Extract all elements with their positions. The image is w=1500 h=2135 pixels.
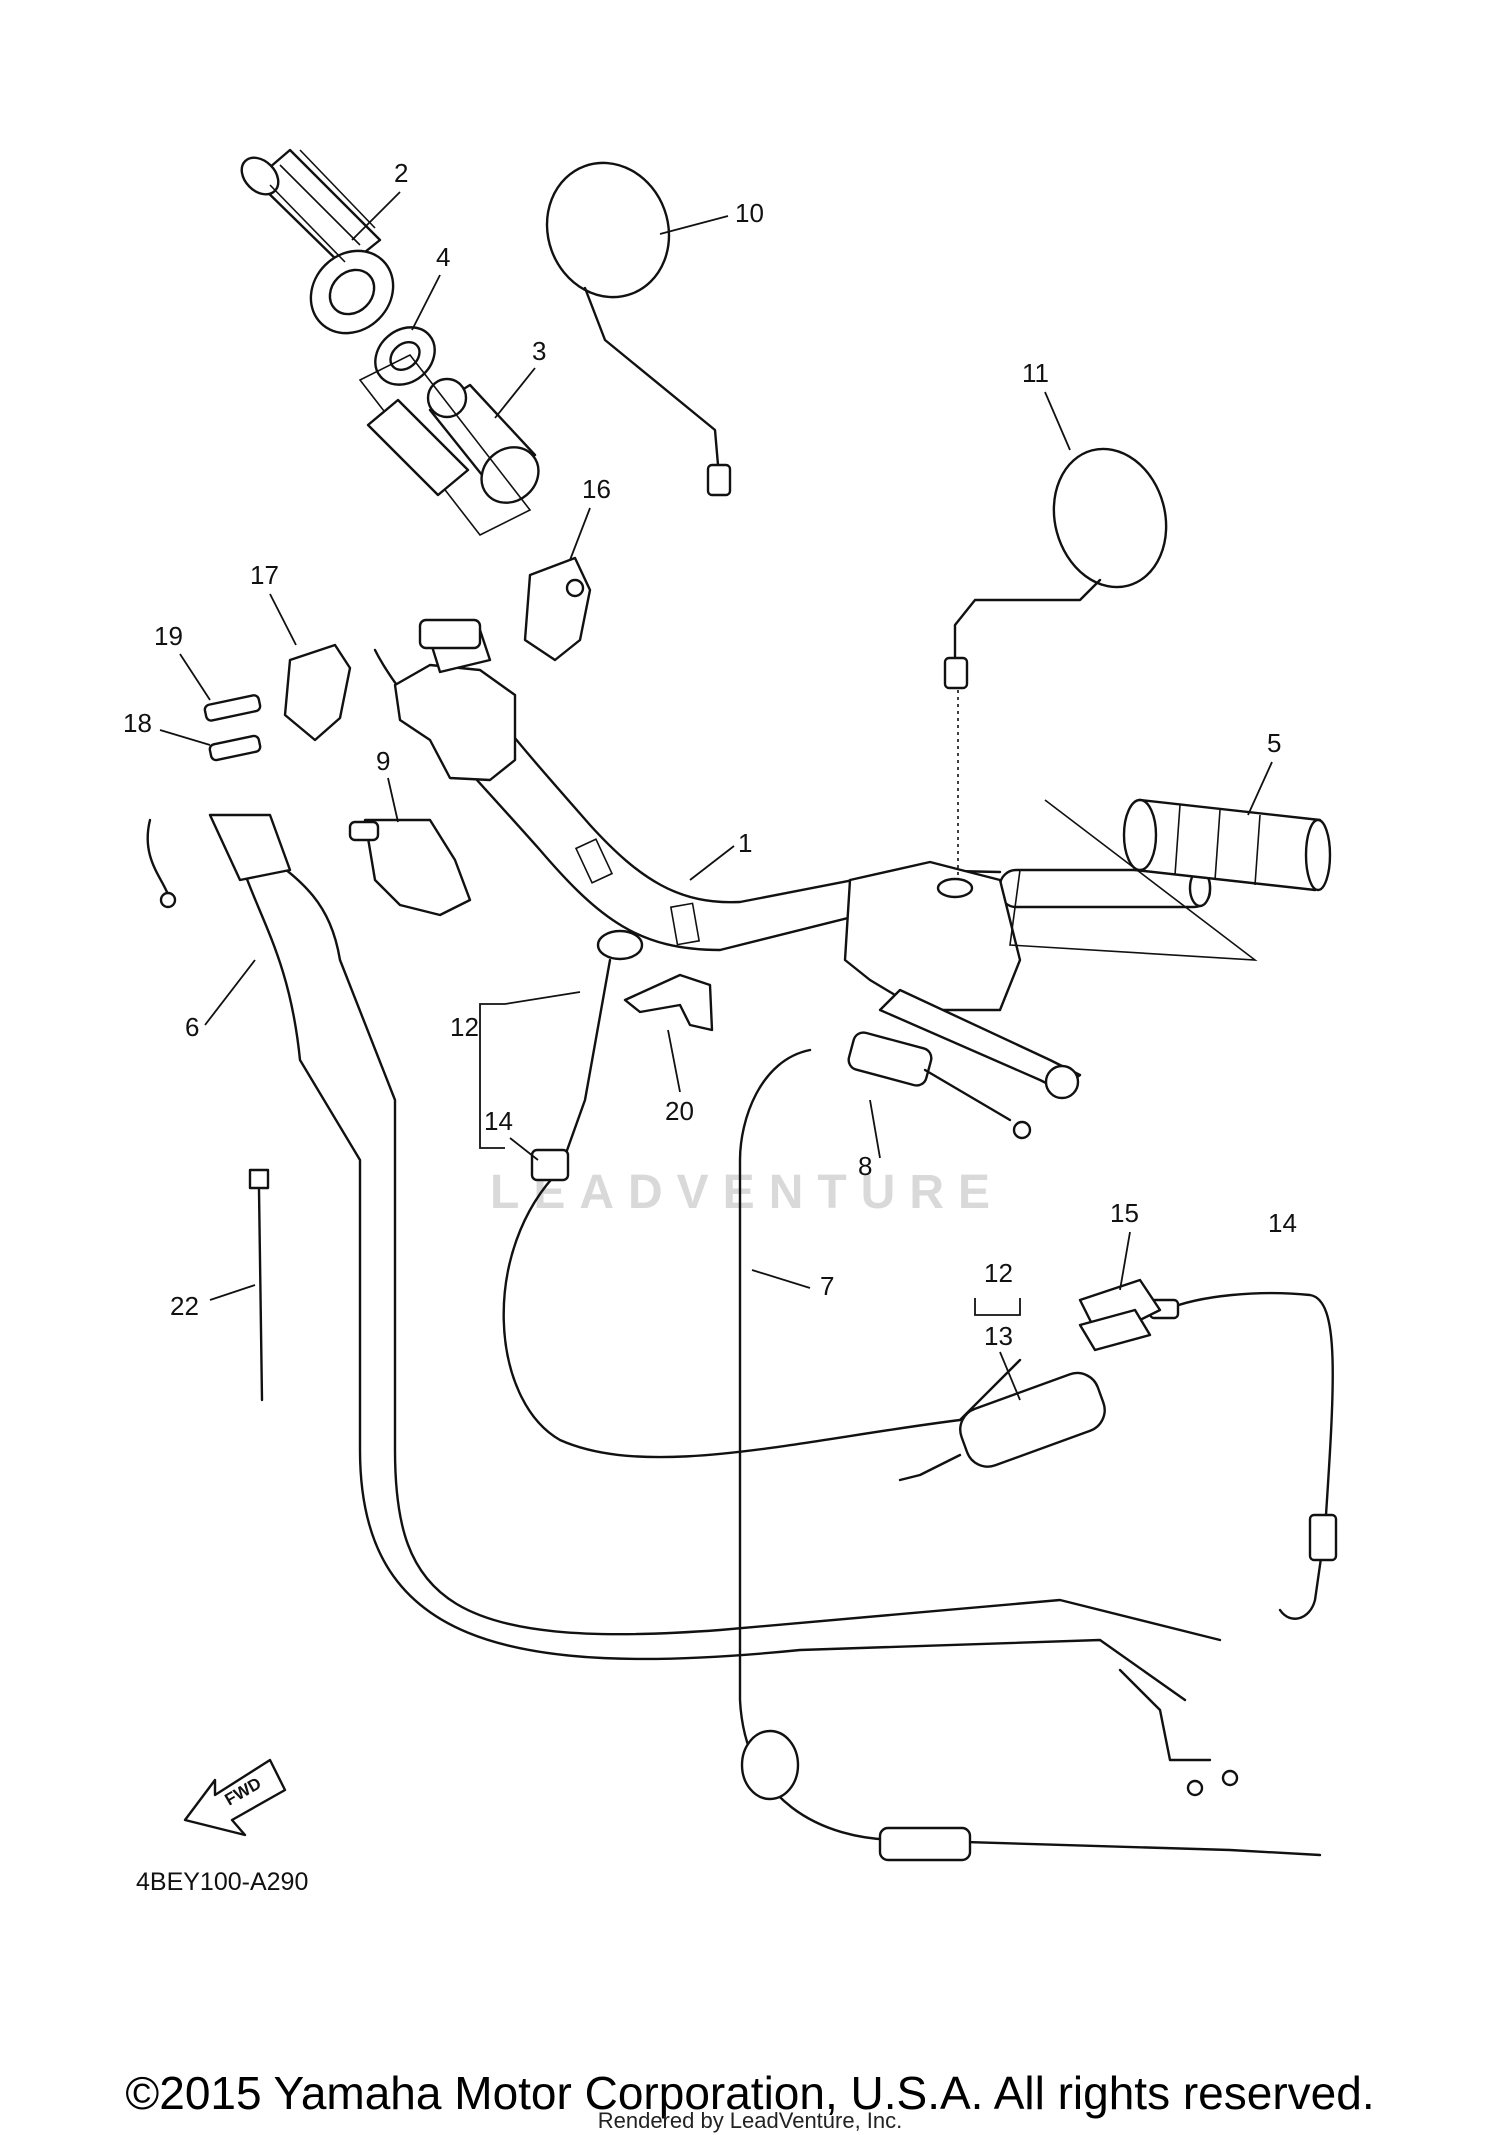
cable-15: [1148, 1291, 1338, 1620]
right-grip: [1122, 798, 1332, 892]
right-lever-assembly: [843, 860, 1082, 1100]
left-grip: [240, 148, 395, 335]
clamp-16: [1078, 1278, 1162, 1352]
rendered-by-notice: Rendered by LeadVenture, Inc.: [597, 2108, 903, 2133]
throttle-grip-sleeve: [426, 377, 540, 504]
callout-1: 1: [738, 828, 752, 858]
callout-13: 13: [984, 1321, 1013, 1351]
starter-cable: [898, 1371, 1106, 1482]
callout-22: 22: [170, 1291, 199, 1321]
throttle-housing-upper: [523, 556, 592, 662]
callout-2: 2: [394, 158, 408, 188]
callout-3: 3: [532, 336, 546, 366]
grip-dashed-box: [1009, 799, 1258, 961]
callout-4: 4: [436, 242, 450, 272]
callout-10: 10: [735, 198, 764, 228]
diagram-code: 4BEY100-A290: [136, 1868, 308, 1896]
mirror-right: [943, 447, 1168, 690]
callout-16: 15: [1110, 1198, 1139, 1228]
callout-20: 19: [154, 621, 183, 651]
callout-8: 8: [858, 1151, 872, 1181]
bracket: [623, 973, 714, 1032]
callout-17: 16: [582, 474, 611, 504]
callout-14: 14: [484, 1106, 513, 1136]
fwd-arrow: FWD: [183, 1758, 287, 1837]
mirror-left: [545, 161, 732, 497]
cable-tie: [248, 1168, 270, 1402]
callout-11: 11: [1022, 358, 1049, 388]
callout-12b: 12: [984, 1258, 1013, 1288]
callout-9: 9: [376, 746, 390, 776]
handlebar: [373, 630, 1212, 952]
left-switch-housing: [393, 618, 517, 782]
callout-15: 14: [1268, 1208, 1297, 1238]
callout-12a: 12: [450, 1012, 479, 1042]
cable-holder: [348, 818, 472, 917]
clutch-cable: [738, 1048, 1322, 1862]
screw-19: [208, 734, 262, 762]
throttle-housing-lower: [283, 643, 352, 742]
grip-washer: [374, 326, 436, 386]
cable-8: [847, 1031, 1032, 1140]
throttle-cables: [146, 813, 1239, 1797]
callout-6: 6: [185, 1012, 199, 1042]
screw-20: [203, 694, 262, 722]
callout-5: 5: [1267, 728, 1281, 758]
callout-21: 20: [665, 1096, 694, 1126]
callout-7: 7: [820, 1271, 834, 1301]
copyright-notice: ©2015 Yamaha Motor Corporation, U.S.A. A…: [125, 2067, 1375, 2119]
callout-19: 18: [123, 708, 152, 738]
choke-cable: [502, 929, 1022, 1459]
callout-18: 17: [250, 560, 279, 590]
bar-end-tube: [366, 398, 470, 497]
callout-labels: 2 4 3 10 11 16 17 19 18 9 5 1 6 12 14 20: [123, 158, 1297, 1401]
